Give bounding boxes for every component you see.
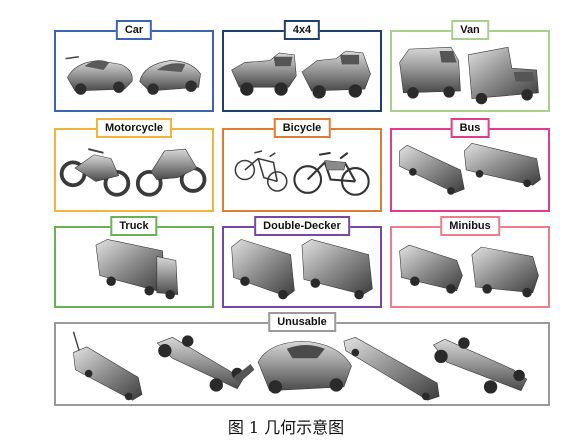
panel-unusable: Unusable (54, 312, 550, 406)
unusable-illustration (72, 331, 528, 401)
panel-label-minibus: Minibus (440, 216, 500, 236)
double-decker-model (301, 239, 373, 300)
panel-label-van: Van (451, 20, 489, 40)
formula-car-model (156, 335, 255, 392)
panel-label-motorcycle: Motorcycle (95, 118, 173, 138)
tow-truck-model (72, 331, 143, 401)
motorcycle-illustration (59, 148, 207, 197)
4x4-model (301, 50, 371, 99)
van-model (399, 46, 461, 99)
limousine-model (343, 337, 440, 401)
4x4-illustration (231, 50, 371, 99)
panel-bicycle: Bicycle (222, 118, 382, 212)
car-illustration (65, 56, 201, 95)
panel-label-bus: Bus (450, 118, 490, 138)
panel-minibus: Minibus (390, 216, 550, 308)
minibus-illustration (399, 244, 539, 298)
van-model (467, 46, 539, 105)
panel-car: Car (54, 20, 214, 112)
bicycle-model (293, 151, 370, 196)
panel-double-decker: Double-Decker (222, 216, 382, 308)
bus-model (399, 144, 465, 195)
double-decker-illustration (231, 239, 373, 300)
panel-label-unusable: Unusable (268, 312, 336, 332)
truck-model (95, 239, 179, 300)
bicycle-model (234, 150, 288, 192)
bus-illustration (399, 143, 541, 195)
panel-truck: Truck (54, 216, 214, 308)
car-model (139, 60, 201, 95)
motorcycle-model (135, 148, 207, 197)
panel-van: Van (390, 20, 550, 112)
panel-motorcycle: Motorcycle (54, 118, 214, 212)
panel-label-4x4: 4x4 (283, 20, 321, 40)
panel-label-double-decker: Double-Decker (254, 216, 350, 236)
panel-label-bicycle: Bicycle (273, 118, 331, 138)
van-illustration (399, 46, 539, 105)
bicycle-illustration (234, 150, 370, 196)
panel-label-truck: Truck (110, 216, 158, 236)
panel-label-car: Car (115, 20, 153, 40)
panel-4x4: 4x4 (222, 20, 382, 112)
motorcycle-model (59, 148, 131, 197)
supercar-model (257, 340, 352, 394)
classic-racer-model (432, 337, 528, 394)
minibus-model (399, 244, 463, 294)
4x4-model (231, 52, 297, 96)
truck-illustration (95, 239, 179, 300)
bus-model (463, 143, 541, 188)
figure-caption: 图 1 几何示意图 (227, 418, 345, 437)
panel-bus: Bus (390, 118, 550, 212)
minibus-model (471, 246, 539, 298)
double-decker-model (231, 239, 295, 300)
car-model (65, 56, 133, 95)
